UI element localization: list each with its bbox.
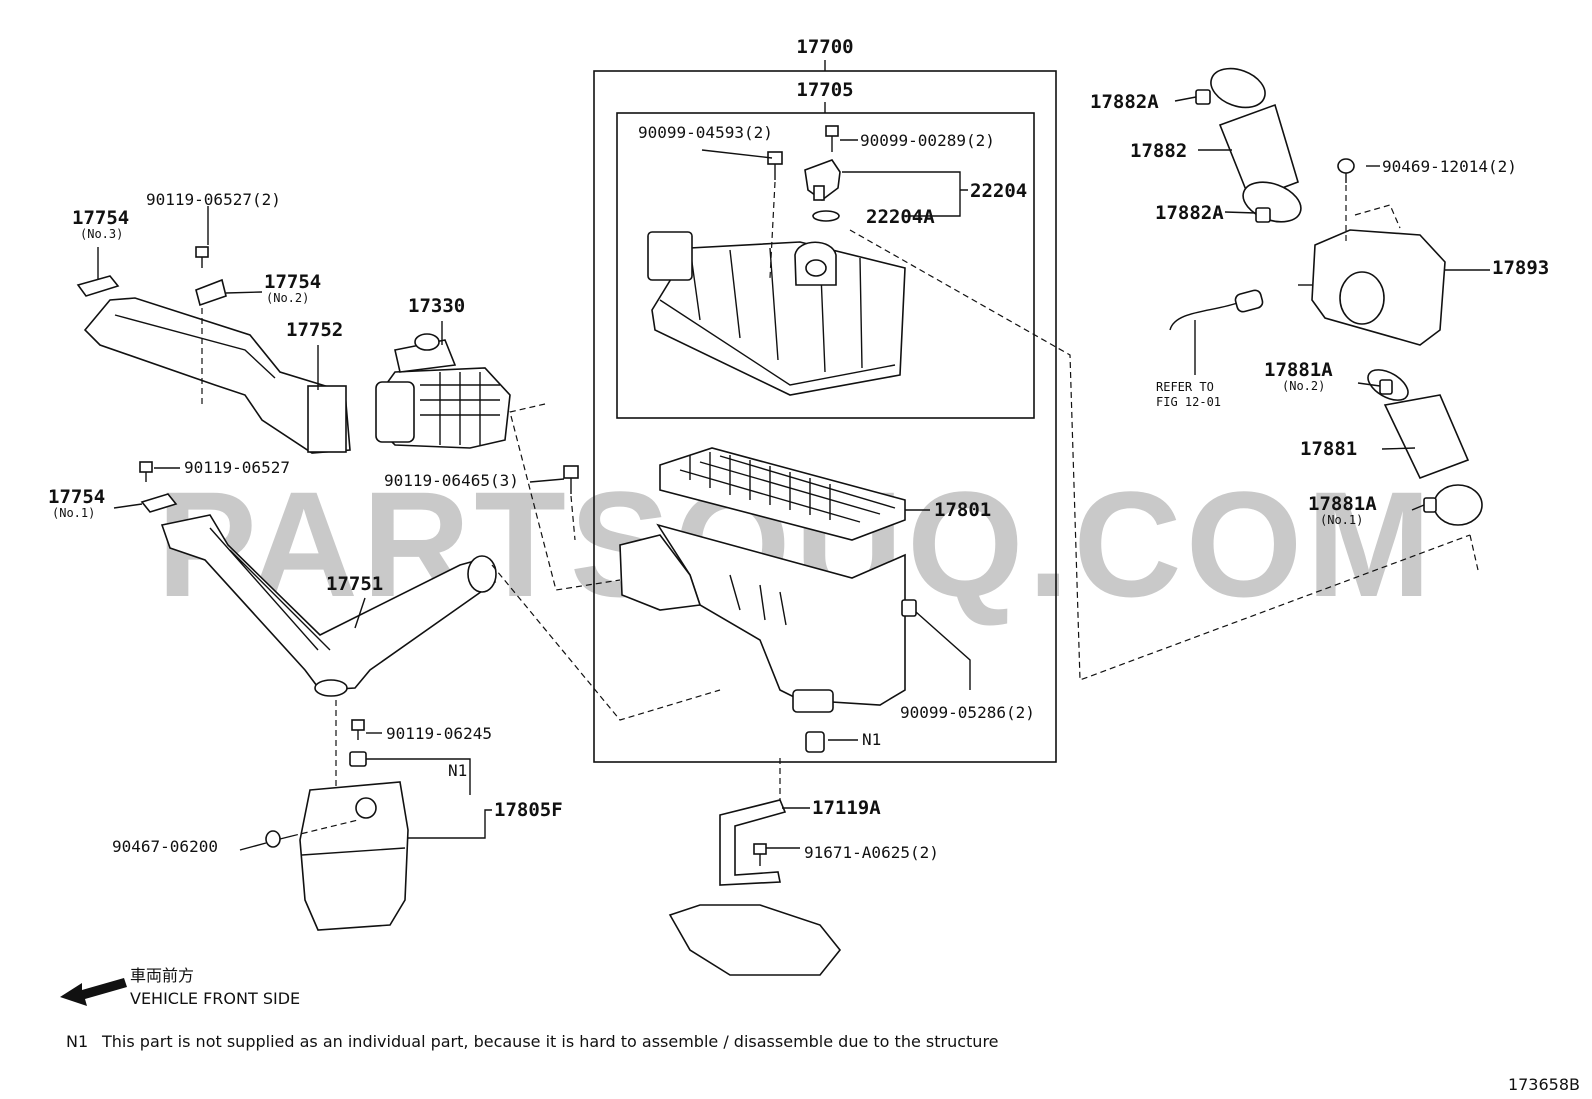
footnote-text: This part is not supplied as an individu… [101, 1032, 999, 1051]
pcv-hose-refer [1169, 289, 1264, 375]
callout-17893: 17893 [1492, 257, 1549, 279]
bracket-17754-no3-icon [76, 275, 120, 297]
refer-text-line2: FIG 12-01 [1156, 395, 1221, 409]
legend-en: VEHICLE FRONT SIDE [130, 989, 300, 1008]
throttle-body [375, 333, 511, 449]
callout-17754-no3-sub: (No.3) [80, 227, 123, 241]
bolt-90119-06527-icon [139, 461, 153, 482]
bolt-90119-06245-icon [351, 719, 365, 740]
inlet-duct-17752 [83, 297, 351, 454]
air-filter-element [659, 447, 906, 541]
callout-n1-collar: N1 [448, 761, 467, 780]
callout-17882a-mid: 17882A [1155, 202, 1224, 224]
mass-airflow-sensor [804, 159, 841, 222]
bolt-91671-a0625-icon [753, 843, 767, 866]
callout-17805f: 17805F [494, 799, 563, 821]
callout-90119-06245: 90119-06245 [386, 724, 492, 743]
air-cleaner-cap [647, 231, 906, 396]
callout-17754-no1: 17754 [48, 486, 105, 508]
callout-17882: 17882 [1130, 140, 1187, 162]
callout-17881a-no1: 17881A [1308, 493, 1377, 515]
intake-tube-17751 [160, 514, 497, 697]
n1-cushion-icon [805, 731, 825, 753]
callout-17700: 17700 [796, 36, 853, 58]
resonator-17893 [1298, 229, 1446, 346]
callout-90119-06465: 90119-06465(3) [384, 471, 519, 490]
callout-17754-no2-sub: (No.2) [266, 291, 309, 305]
callout-22204: 22204 [970, 180, 1027, 202]
callout-90099-05286: 90099-05286(2) [900, 703, 1035, 722]
hose-17882 [1210, 67, 1302, 223]
clamp-17882a-mid-icon [1255, 207, 1271, 223]
callout-17881a-no1-sub: (No.1) [1320, 513, 1363, 527]
callout-17705: 17705 [796, 79, 853, 101]
bolt-90469-12014-icon [1337, 158, 1355, 183]
callout-n1-case: N1 [862, 730, 881, 749]
clamp-17881a-no1-icon [1423, 497, 1437, 513]
air-cleaner-case [619, 523, 906, 713]
grommet-icon [901, 599, 917, 617]
callout-17754-no2: 17754 [264, 271, 321, 293]
figure-id: 173658B [1508, 1075, 1580, 1094]
callout-90119-06527: 90119-06527 [184, 458, 290, 477]
callout-17752: 17752 [286, 319, 343, 341]
callout-17119a: 17119A [812, 797, 881, 819]
callout-90469-12014: 90469-12014(2) [1382, 157, 1517, 176]
bolt-90099-00289-icon [825, 125, 839, 152]
callout-90099-04593: 90099-04593(2) [638, 123, 773, 142]
callout-17881: 17881 [1300, 438, 1357, 460]
vehicle-front-arrow-icon [60, 978, 127, 1006]
bracket-17754-no1-icon [140, 493, 178, 513]
n1-collar-icon [349, 751, 367, 767]
bracket-17119a [668, 799, 842, 976]
callout-90467-06200: 90467-06200 [112, 837, 218, 856]
callout-22204a: 22204A [866, 206, 935, 228]
callout-17881a-no2-sub: (No.2) [1282, 379, 1325, 393]
resonator-17805f [299, 781, 409, 931]
callout-17751: 17751 [326, 573, 383, 595]
callout-17881a-no2: 17881A [1264, 359, 1333, 381]
refer-text-line1: REFER TO [1156, 380, 1214, 394]
callout-17330: 17330 [408, 295, 465, 317]
bolt-90119-06465-icon [563, 465, 579, 494]
callout-91671-a0625: 91671-A0625(2) [804, 843, 939, 862]
bracket-17754-no2-icon [195, 246, 227, 405]
clip-90467-06200-icon [265, 830, 293, 848]
callout-17754-no1-sub: (No.1) [52, 506, 95, 520]
clamp-17882a-top-icon [1195, 89, 1211, 105]
callout-17801: 17801 [934, 499, 991, 521]
footnote-tag: N1 [66, 1032, 88, 1051]
callout-17882a-top: 17882A [1090, 91, 1159, 113]
callout-90119-06527-2: 90119-06527(2) [146, 190, 281, 209]
clamp-17881a-no2-icon [1379, 379, 1393, 395]
callout-90099-00289: 90099-00289(2) [860, 131, 995, 150]
legend-jp: 車両前方 [130, 966, 194, 985]
hose-17881 [1367, 369, 1483, 526]
callout-17754-no3: 17754 [72, 207, 129, 229]
bolt-90099-04593-icon [767, 151, 783, 279]
